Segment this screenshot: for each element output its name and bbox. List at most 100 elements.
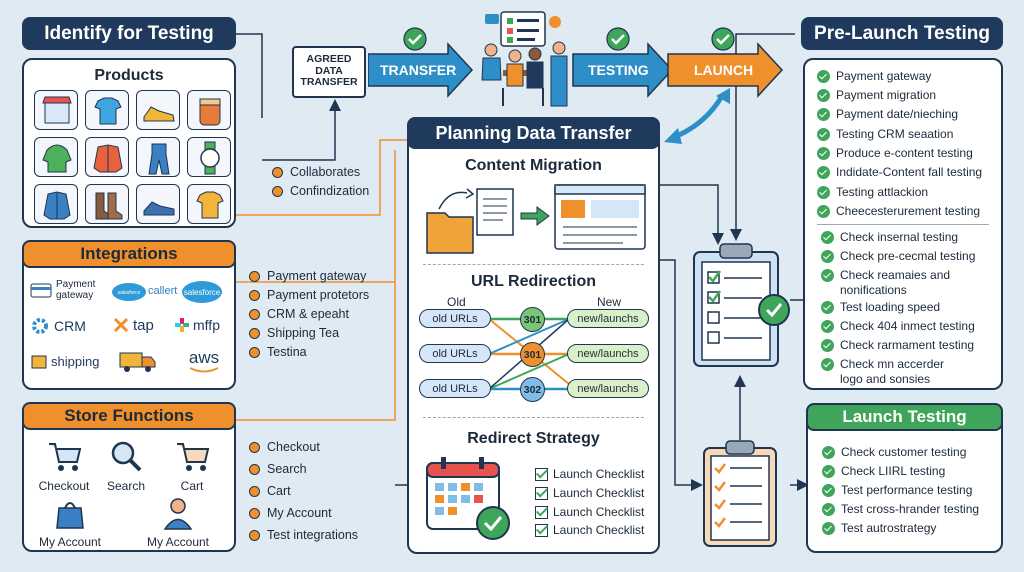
- store-fn-checkout-label: Checkout: [38, 479, 90, 493]
- divider: [423, 417, 644, 418]
- pre-launch-item: Check insernal testing: [821, 230, 958, 245]
- bag-icon: [56, 502, 84, 529]
- new-url-pill: new/launchs: [567, 344, 649, 363]
- store-functions-panel: Store Functions Checkout Search Cart My …: [22, 402, 236, 552]
- crm-logo: CRM: [30, 316, 86, 336]
- launch-testing-header: Launch Testing: [806, 403, 1003, 431]
- svg-text:salesforce: salesforce: [118, 290, 141, 296]
- store-fn-account-2[interactable]: My Account: [138, 496, 218, 549]
- pre-launch-item: Produce e-content testing: [817, 146, 973, 161]
- launch-testing-item: Check customer testing: [822, 445, 966, 460]
- pre-launch-header: Pre-Launch Testing: [801, 17, 1003, 50]
- pre-launch-item: Check 404 inmect testing: [821, 319, 975, 334]
- shipping-logo: shipping: [30, 352, 99, 370]
- pre-launch-item: Testing CRM seaation: [817, 127, 953, 142]
- person-icon: [163, 498, 193, 530]
- integrations-panel: Integrations Payment gateway salesforce …: [22, 240, 236, 390]
- crm-label: CRM: [54, 318, 86, 334]
- testing-label: TESTING: [588, 62, 649, 78]
- pre-launch-item: Payment migration: [817, 88, 936, 103]
- store-fn-search[interactable]: Search: [86, 438, 166, 493]
- integration-bullet: Payment gateway: [249, 269, 366, 283]
- overalls-icon: [136, 137, 180, 177]
- launch-checklist-item: Launch Checklist: [535, 505, 644, 519]
- status-code: 301: [520, 342, 545, 367]
- cloud-icon: salesforce: [112, 283, 146, 301]
- clipboard-list-icon: [703, 440, 777, 547]
- new-url-pill: new/launchs: [567, 379, 649, 398]
- launch-testing-item: Check LIIRL testing: [822, 464, 945, 479]
- hoodie-icon: [34, 137, 78, 177]
- store-fn-cart-label: Cart: [180, 479, 204, 493]
- divider: [423, 264, 644, 265]
- old-url-pill: old URLs: [419, 344, 491, 363]
- mffp-label: mffp: [193, 317, 220, 333]
- aws-logo: aws: [182, 347, 226, 380]
- status-code: 302: [520, 377, 545, 402]
- check-circle-icon: [403, 27, 427, 51]
- cart-icon: [177, 443, 210, 471]
- old-label: Old: [447, 295, 466, 309]
- pre-launch-item: Check rarmament testing: [821, 338, 974, 353]
- launch-testing-item: Test performance testing: [822, 483, 972, 498]
- redirect-strategy-title: Redirect Strategy: [467, 430, 600, 447]
- store-functions-title: Store Functions: [64, 406, 194, 425]
- slack-icon: [175, 318, 189, 332]
- integrations-header: Integrations: [22, 240, 236, 268]
- launch-label: LAUNCH: [694, 62, 754, 78]
- store-fn-account-1-label: My Account: [38, 535, 102, 549]
- divider: [817, 224, 989, 225]
- pre-launch-item: Testing attlackion: [817, 185, 928, 200]
- store-bullet: Search: [249, 462, 307, 476]
- store-bullet: Test integrations: [249, 528, 358, 542]
- watch-icon: [187, 137, 231, 177]
- clipboard-checklist-icon: [693, 243, 790, 367]
- launch-checklist-item: Launch Checklist: [535, 523, 644, 537]
- bullet-confindization: Confindization: [272, 184, 369, 198]
- store-fn-checkout[interactable]: Checkout: [24, 438, 104, 493]
- tee-icon: [187, 184, 231, 224]
- launch-checklist-item: Launch Checklist: [535, 486, 644, 500]
- integration-bullet: Testina: [249, 345, 307, 359]
- pre-launch-item: Cheecesterurement testing: [817, 204, 980, 219]
- tap-logo: tap: [112, 316, 154, 334]
- check-circle-icon: [711, 27, 735, 51]
- planning-title: Planning Data Transfer: [435, 122, 632, 143]
- gear-icon: [32, 318, 48, 334]
- store-functions-header: Store Functions: [22, 402, 236, 430]
- pre-launch-panel: Payment gateway Payment migration Paymen…: [803, 58, 1003, 390]
- transfer-label: TRANSFER: [380, 62, 457, 78]
- identify-title: Identify for Testing: [44, 22, 214, 44]
- card-icon: [30, 283, 52, 298]
- bullet-collaborates: Collaborates: [272, 165, 360, 179]
- planning-header: Planning Data Transfer: [407, 117, 660, 149]
- callert-label: callert: [148, 285, 178, 297]
- store-fn-cart[interactable]: Cart: [152, 438, 232, 493]
- pre-launch-item: Check mn accerder logo and sonsies: [821, 357, 991, 387]
- payment-gateway-label: Payment gateway: [56, 279, 96, 301]
- truck-icon: [118, 348, 158, 379]
- products-panel: Products: [22, 58, 236, 228]
- integration-bullet: Payment protetors: [249, 288, 369, 302]
- jar-icon: [187, 90, 231, 130]
- planning-panel: Planning Data Transfer Content Migration…: [407, 117, 660, 554]
- sneaker-icon: [136, 90, 180, 130]
- shipping-label: shipping: [51, 353, 100, 369]
- integration-bullet: CRM & epeaht: [249, 307, 349, 321]
- shoe-icon: [136, 184, 180, 224]
- pre-launch-item: Test loading speed: [821, 300, 940, 315]
- cart-icon: [49, 443, 82, 471]
- integration-bullet: Shipping Tea: [249, 326, 339, 340]
- launch-testing-title: Launch Testing: [842, 407, 967, 426]
- box-icon: [31, 355, 47, 369]
- callert-logo: salesforce callert: [110, 280, 177, 302]
- url-redirection-title: URL Redirection: [470, 273, 597, 290]
- store-fn-account-1[interactable]: My Account: [30, 496, 110, 549]
- identify-header: Identify for Testing: [22, 17, 236, 50]
- boots-icon: [85, 184, 129, 224]
- launch-testing-item: Test autrostrategy: [822, 521, 936, 536]
- pre-launch-title: Pre-Launch Testing: [814, 22, 990, 44]
- store-bullet: Checkout: [249, 440, 320, 454]
